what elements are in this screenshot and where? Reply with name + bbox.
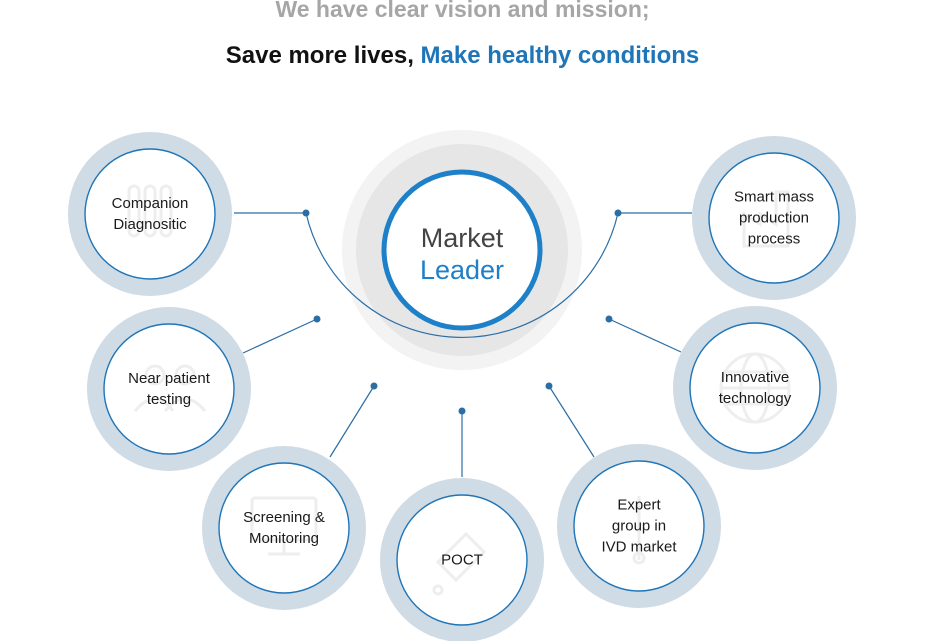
node-inner-circle [708, 152, 840, 284]
node-label-innovative-technology: Innovative technology [719, 367, 792, 409]
connector-line-innovative-technology [608, 318, 682, 353]
node-inner-circle [218, 462, 350, 594]
node-label-line: Innovative [720, 369, 790, 386]
connector-dot-poct [458, 407, 466, 415]
node-inner-circle [84, 148, 216, 280]
connector-dot-innovative-technology [605, 315, 613, 323]
node-label-line: Screening & [243, 509, 325, 526]
node-companion-diagnostic [68, 132, 232, 296]
center-label: Market Leader [420, 222, 504, 286]
node-label-expert-group: Expert group in IVD market [601, 495, 676, 558]
connector-line-expert-group [548, 385, 595, 458]
node-label-line: Monitoring [248, 530, 320, 547]
connector-dot-smart-mass-production [614, 209, 622, 217]
test-tubes-icon [127, 184, 173, 238]
node-label-screening-monitoring: Screening & Monitoring [243, 507, 325, 549]
factory-icon [742, 190, 790, 248]
node-label-near-patient-testing: Near patient testing [128, 368, 210, 410]
node-expert-group [557, 444, 721, 608]
node-label-smart-mass-production: Smart mass production process [734, 187, 814, 250]
center-label-line1: Market [420, 223, 504, 253]
connector-line-screening-monitoring [329, 385, 375, 458]
node-poct [380, 478, 544, 641]
connector-line-near-patient-testing [242, 318, 318, 354]
globe-icon [719, 352, 791, 424]
center-ring [381, 169, 543, 331]
mission-heading: Save more lives, Make healthy conditions [0, 42, 925, 70]
node-label-line: testing [146, 391, 192, 408]
center-label-line2: Leader [419, 255, 505, 285]
node-near-patient-testing [87, 307, 251, 471]
monitor-icon [250, 496, 318, 556]
node-label-line: POCT [441, 551, 483, 569]
node-circles [68, 132, 856, 641]
node-label-line: process [747, 230, 801, 248]
node-innovative-technology [673, 306, 837, 470]
node-smart-mass-production [692, 136, 856, 300]
node-label-poct: POCT [441, 550, 483, 571]
node-label-line: group in [611, 517, 667, 535]
node-label-line: Near patient [128, 370, 210, 387]
node-screening-monitoring [202, 446, 366, 610]
connector-arc [305, 212, 619, 338]
mission-prefix: Save more lives, [225, 42, 421, 69]
connector-lines [234, 209, 692, 477]
mission-accent: Make healthy conditions [420, 42, 700, 69]
node-label-line: IVD market [601, 538, 677, 556]
pipette-icon [632, 496, 646, 565]
node-label-line: Diagnositic [113, 216, 187, 233]
node-inner-circle [103, 323, 235, 455]
node-label-line: Companion [111, 195, 189, 212]
connector-dot-companion-diagnostic [302, 209, 310, 217]
node-inner-circle [396, 494, 528, 626]
vision-heading: We have clear vision and mission; [275, 0, 650, 22]
dropper-icon [432, 531, 487, 596]
connector-dot-expert-group [545, 382, 553, 390]
node-label-line: Expert [617, 496, 661, 514]
connector-dot-screening-monitoring [370, 382, 378, 390]
node-label-line: production [738, 209, 810, 227]
people-icon [133, 364, 207, 412]
node-label-line: technology [718, 390, 792, 407]
node-label-line: Smart mass [733, 188, 815, 206]
connector-dot-near-patient-testing [313, 315, 321, 323]
